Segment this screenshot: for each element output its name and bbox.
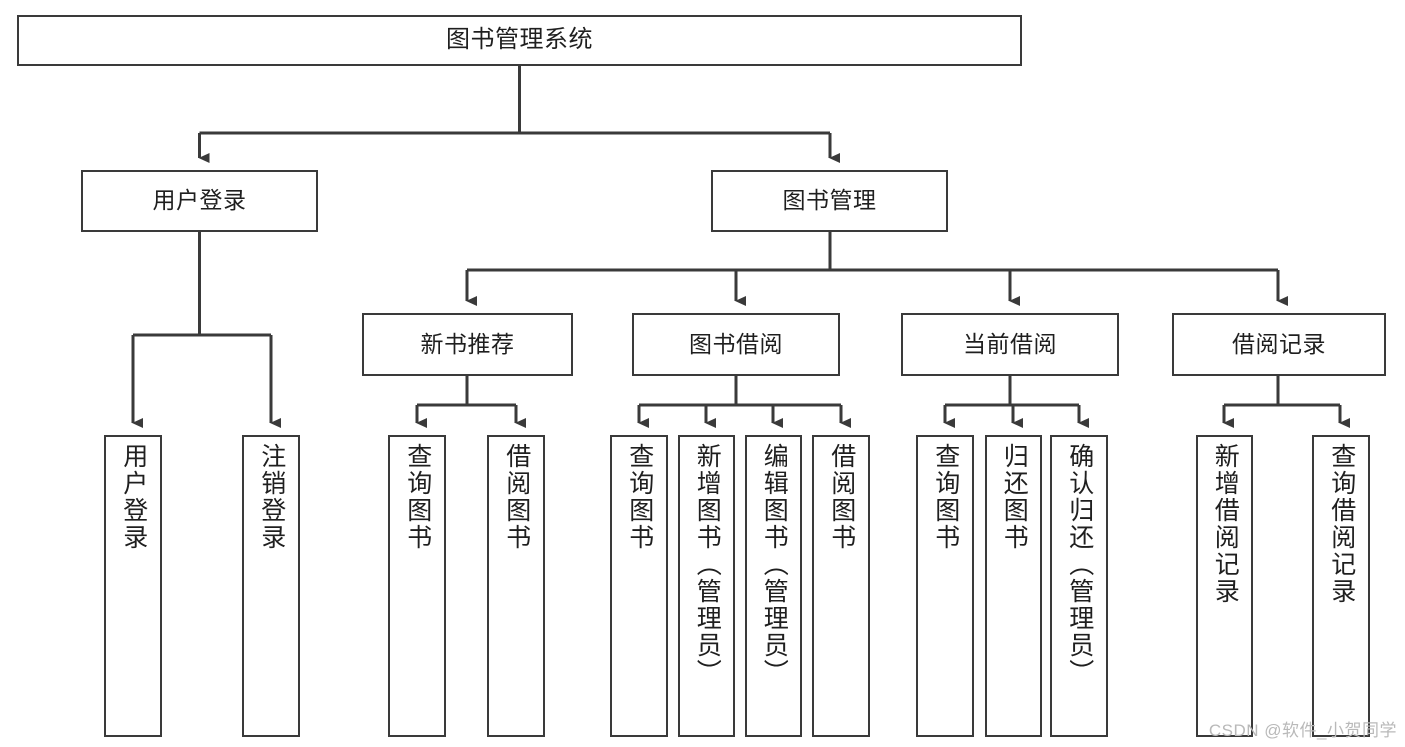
node-label: 图书借阅 — [689, 330, 783, 357]
node-new-book-recommend[interactable]: 新书推荐 — [362, 313, 573, 376]
leaf-user-login-login[interactable]: 用户登录 — [104, 435, 162, 737]
leaf-book-borrow-query[interactable]: 查询图书 — [610, 435, 668, 737]
watermark-text: CSDN @软件_小贺同学 — [1208, 721, 1397, 740]
node-book-management[interactable]: 图书管理 — [711, 170, 948, 232]
node-label: 用户登录 — [119, 443, 148, 551]
node-label: 图书管理 — [782, 187, 877, 214]
node-current-borrow[interactable]: 当前借阅 — [901, 313, 1119, 376]
node-label: 查询图书 — [625, 443, 654, 551]
leaf-new-book-query[interactable]: 查询图书 — [388, 435, 446, 737]
node-label: 编辑图书（管理员） — [760, 443, 789, 686]
node-label: 借阅记录 — [1232, 330, 1326, 357]
leaf-book-borrow-add-admin[interactable]: 新增图书（管理员） — [678, 435, 735, 737]
leaf-current-borrow-query[interactable]: 查询图书 — [916, 435, 974, 737]
node-book-borrow[interactable]: 图书借阅 — [632, 313, 840, 376]
node-label: 图书管理系统 — [446, 26, 593, 54]
leaf-current-borrow-return[interactable]: 归还图书 — [985, 435, 1042, 737]
node-label: 查询图书 — [931, 443, 960, 551]
node-label: 新增图书（管理员） — [693, 443, 722, 686]
node-user-login[interactable]: 用户登录 — [81, 170, 318, 232]
node-label: 归还图书 — [1000, 443, 1029, 551]
leaf-user-login-logout[interactable]: 注销登录 — [242, 435, 300, 737]
node-borrow-record[interactable]: 借阅记录 — [1172, 313, 1386, 376]
node-label: 确认归还（管理员） — [1065, 443, 1094, 686]
node-label: 当前借阅 — [963, 330, 1057, 357]
node-label: 新书推荐 — [420, 330, 515, 357]
leaf-book-borrow-borrow[interactable]: 借阅图书 — [812, 435, 870, 737]
leaf-book-borrow-edit-admin[interactable]: 编辑图书（管理员） — [745, 435, 802, 737]
node-label: 借阅图书 — [502, 443, 531, 551]
node-root-book-management-system[interactable]: 图书管理系统 — [17, 15, 1022, 66]
leaf-new-book-borrow[interactable]: 借阅图书 — [487, 435, 545, 737]
node-label: 注销登录 — [257, 443, 286, 551]
leaf-current-borrow-confirm-admin[interactable]: 确认归还（管理员） — [1050, 435, 1108, 737]
node-label: 新增借阅记录 — [1211, 443, 1240, 605]
node-label: 用户登录 — [152, 187, 247, 214]
node-label: 查询借阅记录 — [1327, 443, 1356, 605]
node-label: 借阅图书 — [827, 443, 856, 551]
node-label: 查询图书 — [403, 443, 432, 551]
leaf-borrow-record-query[interactable]: 查询借阅记录 — [1312, 435, 1370, 737]
leaf-borrow-record-add[interactable]: 新增借阅记录 — [1196, 435, 1253, 737]
